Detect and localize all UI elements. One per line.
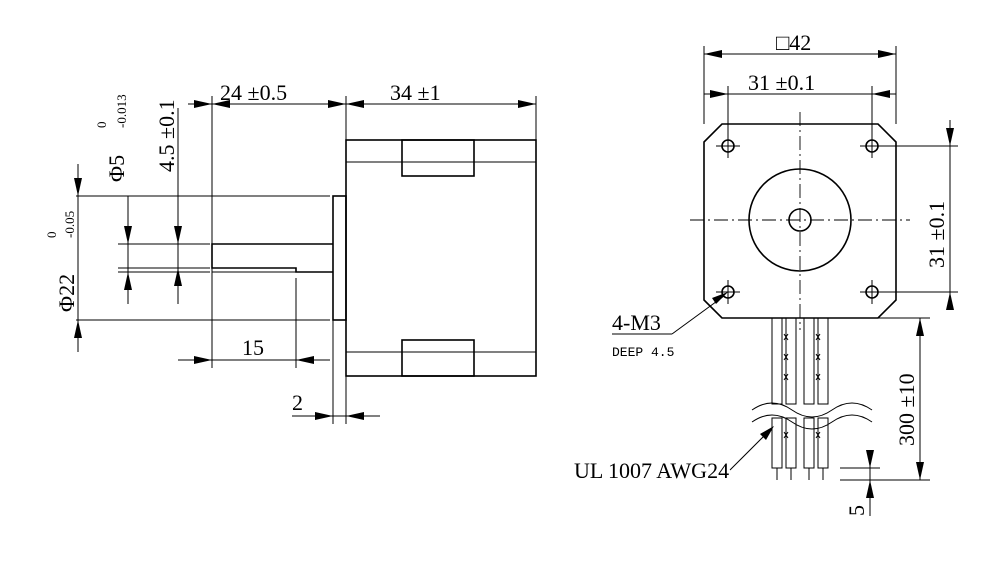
dim-shaft-length: 24 ±0.5 (220, 80, 287, 105)
dim-body-square: □42 (776, 30, 811, 55)
dim-shaft-dia-tol-lower: -0.013 (114, 94, 129, 128)
label-holes: 4-M3 (612, 310, 661, 335)
boss (332, 195, 347, 321)
dim-boss-height: 2 (292, 390, 303, 415)
dim-boss-dia: Φ22 (54, 274, 79, 312)
dim-hole-spacing-h: 31 ±0.1 (748, 70, 815, 95)
lead-wires (751, 317, 873, 480)
side-view: 24 ±0.5 34 ±1 15 2 4.5 ±0.1 Φ5 0 -0.013 … (44, 80, 537, 424)
boss-circle (748, 168, 852, 272)
dim-flat-depth: 4.5 ±0.1 (154, 99, 179, 172)
label-wire: UL 1007 AWG24 (574, 458, 729, 483)
dim-boss-dia-tol-lower: -0.05 (62, 211, 77, 238)
dim-hole-spacing-v: 31 ±0.1 (924, 201, 949, 268)
dim-boss-dia-tol-upper: 0 (44, 232, 59, 239)
dim-body-length: 34 ±1 (390, 80, 441, 105)
label-holes-depth: DEEP 4.5 (612, 345, 674, 360)
dim-strip-length: 5 (844, 505, 869, 516)
dim-shaft-dia: Φ5 (104, 155, 129, 182)
dim-flat-length: 15 (242, 335, 264, 360)
bottom-clamp (401, 339, 475, 377)
top-clamp (401, 139, 475, 177)
front-view: □42 31 ±0.1 31 ±0.1 4-M3 DEEP 4.5 (574, 30, 958, 516)
shaft (211, 243, 333, 273)
dim-shaft-dia-tol-upper: 0 (94, 122, 109, 129)
dim-lead-length: 300 ±10 (894, 373, 919, 446)
shaft-circle (788, 208, 812, 232)
